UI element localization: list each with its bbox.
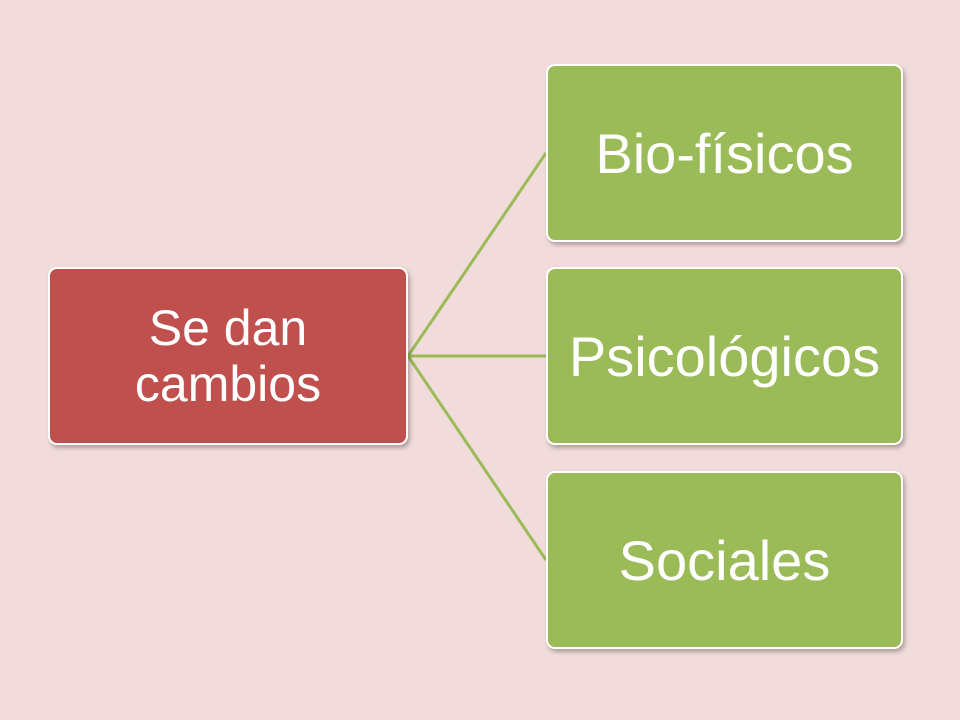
- child-node-biofisicos: Bio-físicos: [546, 64, 903, 242]
- child-node-label: Psicológicos: [568, 324, 881, 388]
- root-node: Se dan cambios: [48, 267, 408, 445]
- child-node-psicologicos: Psicológicos: [546, 267, 903, 445]
- root-node-label: Se dan cambios: [134, 300, 322, 412]
- child-node-sociales: Sociales: [546, 471, 903, 649]
- connector-to-biofisicos: [406, 152, 548, 357]
- connector-to-sociales: [406, 355, 548, 561]
- child-node-label: Bio-físicos: [595, 121, 854, 185]
- child-node-label: Sociales: [618, 528, 831, 592]
